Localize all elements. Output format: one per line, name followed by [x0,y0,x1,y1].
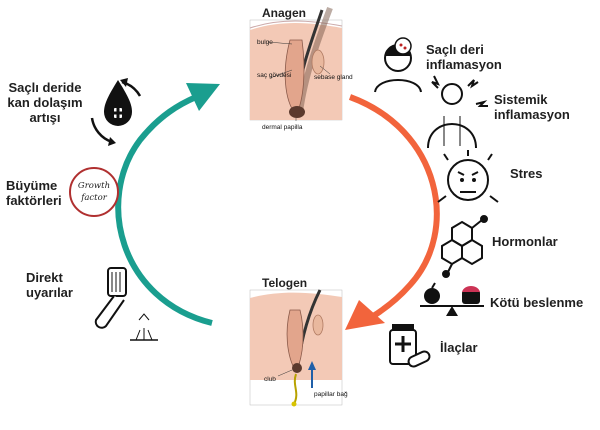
left-factor-growth: Büyüme faktörleri [6,178,62,208]
right-factor-medication: İlaçlar [440,340,478,355]
right-factor-hormones: Hormonlar [492,234,558,249]
svg-text:factor: factor [80,193,108,203]
bad-nutrition-icon [420,282,484,316]
growth-cycle-arrow [115,94,213,326]
anagen-bulge-label: bulge [257,39,273,46]
anagen-title: Anagen [262,6,307,20]
stress-face-icon [437,150,499,203]
telogen-follicle-illustration: club papillar bağ [249,289,348,407]
telogen-papillar-text: papillar bağ [314,391,348,398]
growth-factor-icon-text: Growth [78,181,110,191]
growth-factor-icon: Growth factor [69,167,119,217]
skin-stimulation-icon [130,313,158,341]
anagen-shaft-label: saç gövdesi [257,72,291,79]
medication-icon [389,324,431,368]
telogen-papillar-label: papillar bağ [314,391,348,398]
telogen-title: Telogen [262,276,308,290]
loss-cycle-arrow [348,94,440,321]
telogen-club-label: club [264,376,276,383]
growth-arrow-head [186,83,220,111]
anagen-papilla-label: dermal papilla [262,124,303,131]
right-factor-stress: Stres [510,166,543,181]
scalp-inflammation-icon [374,37,422,93]
anagen-follicle-illustration: bulge saç gövdesi sebase gland dermal pa… [249,6,353,131]
right-factor-nutrition: Kötü beslenme [490,295,584,310]
hormone-molecule-icon [441,215,488,278]
left-factor-direct: Direkt uyarılar [26,270,73,300]
anagen-sebase-label: sebase gland [314,74,353,81]
blood-circulation-icon [90,78,142,146]
right-factor-systemic: Sistemik inflamasyon [494,92,570,122]
left-factor-circulation: Saçlı deride kan dolaşım artışı [7,80,83,125]
derma-roller-icon [94,267,127,329]
right-factor-scalp: Saçlı deri inflamasyon [426,42,502,72]
systemic-inflammation-icon [427,75,488,149]
loss-arrow-head [345,300,385,330]
